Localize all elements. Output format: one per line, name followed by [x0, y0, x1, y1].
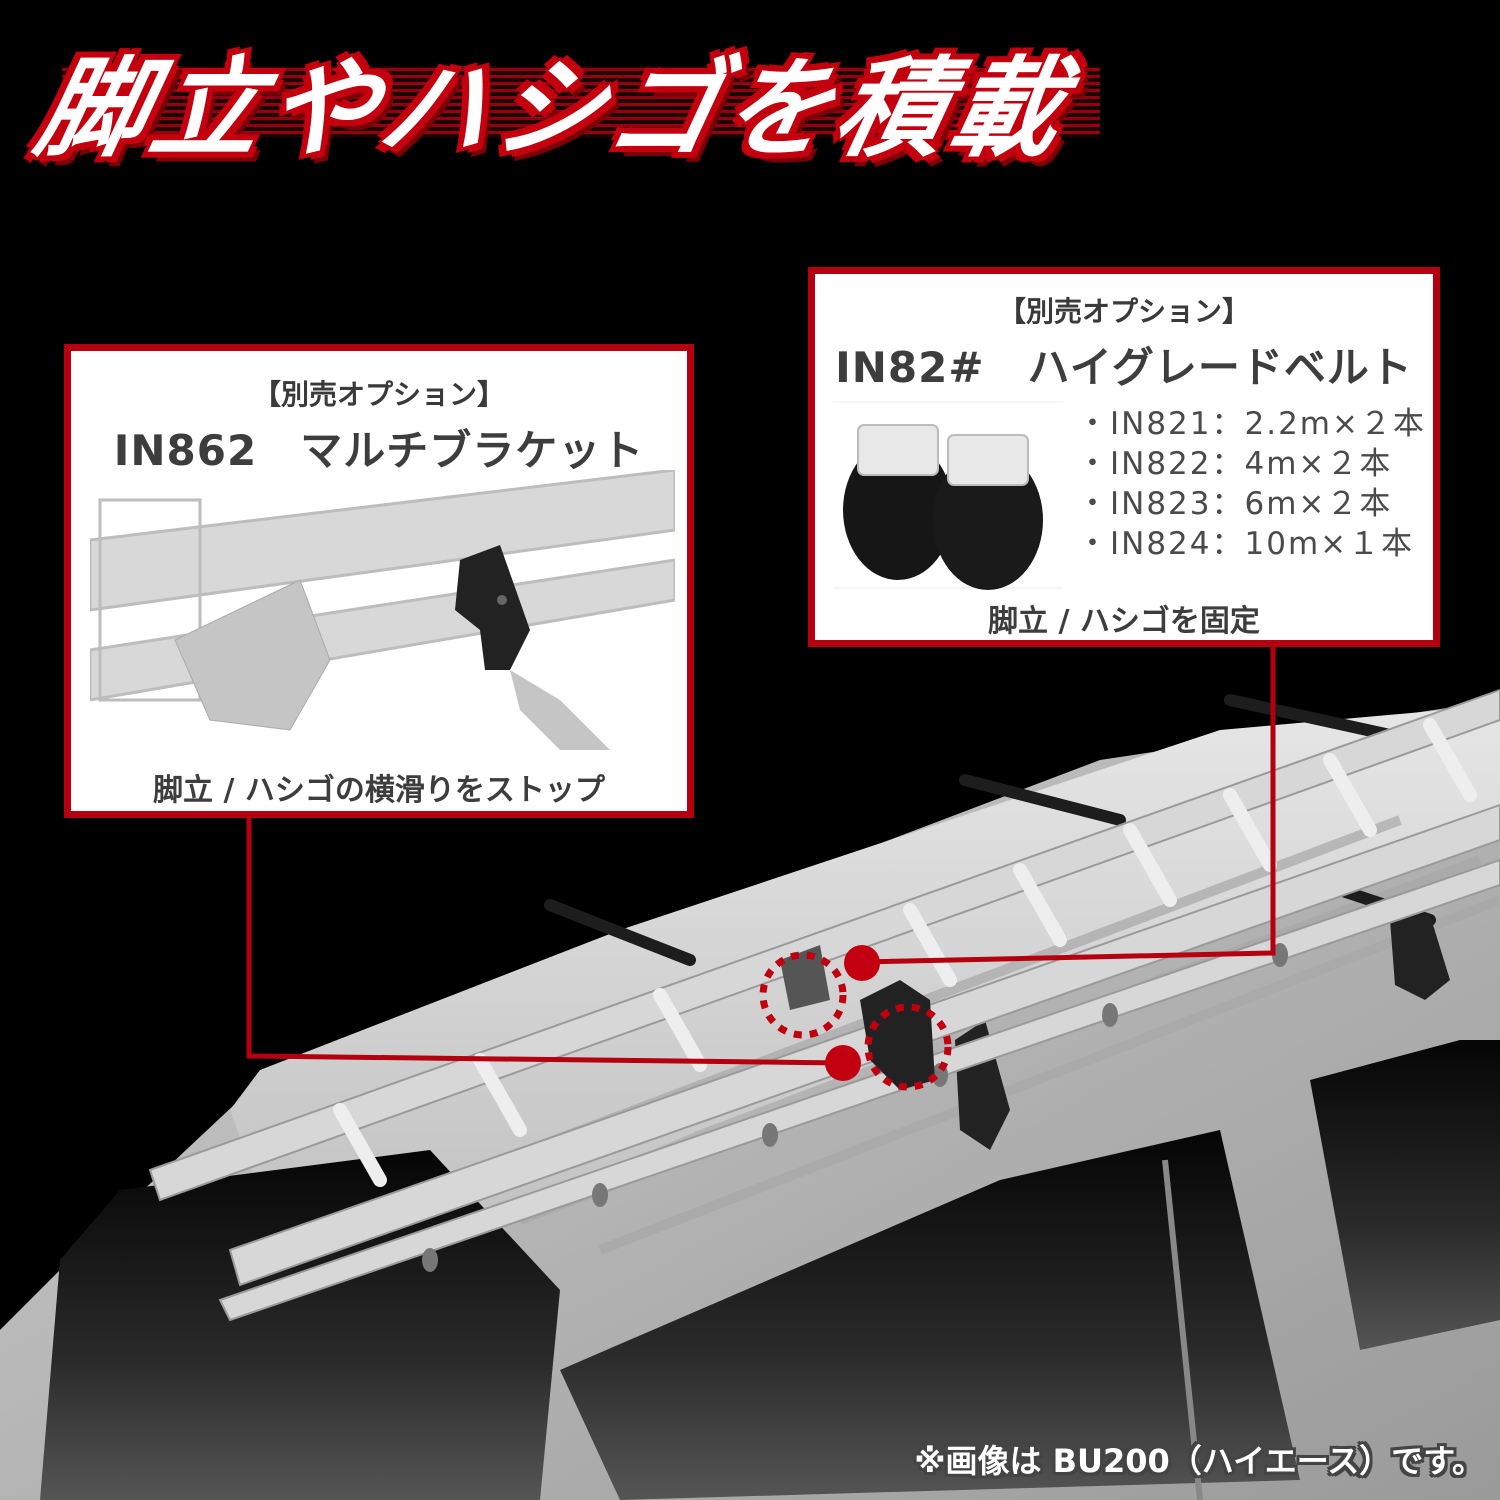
caption: 脚立 / ハシゴの横滑りをストップ	[153, 773, 605, 808]
image-note: ※画像は BU200（ハイエース）です。	[914, 1442, 1484, 1480]
spec-in823: ・IN823：6m×２本	[1077, 486, 1393, 522]
option-label: 【別売オプション】	[252, 378, 505, 411]
product-name: IN862 マルチブラケット	[113, 426, 645, 475]
spec-list: ・IN821：2.2m×２本 ・IN822：4m×２本 ・IN823：6m×２本…	[1077, 404, 1426, 564]
page-title: 脚立やハシゴを積載	[26, 47, 1080, 172]
spec-in824: ・IN824：10m×１本	[1077, 526, 1415, 562]
callout-high-grade-belt: 【別売オプション】 IN82# ハイグレードベルト ・IN821：2.2m×２本…	[808, 267, 1440, 647]
spec-in822: ・IN822：4m×２本	[1077, 446, 1393, 482]
option-label: 【別売オプション】	[997, 295, 1250, 328]
spec-in821: ・IN821：2.2m×２本	[1077, 406, 1426, 442]
callout-multi-bracket: 【別売オプション】 IN862 マルチブラケット 脚立 / ハシゴの横滑りをスト…	[64, 344, 694, 818]
caption: 脚立 / ハシゴを固定	[988, 604, 1260, 639]
belt-straps-image	[833, 401, 1063, 590]
title-stripes	[62, 66, 1100, 138]
product-name: IN82# ハイグレードベルト	[835, 343, 1413, 392]
multi-bracket-image	[90, 470, 675, 750]
